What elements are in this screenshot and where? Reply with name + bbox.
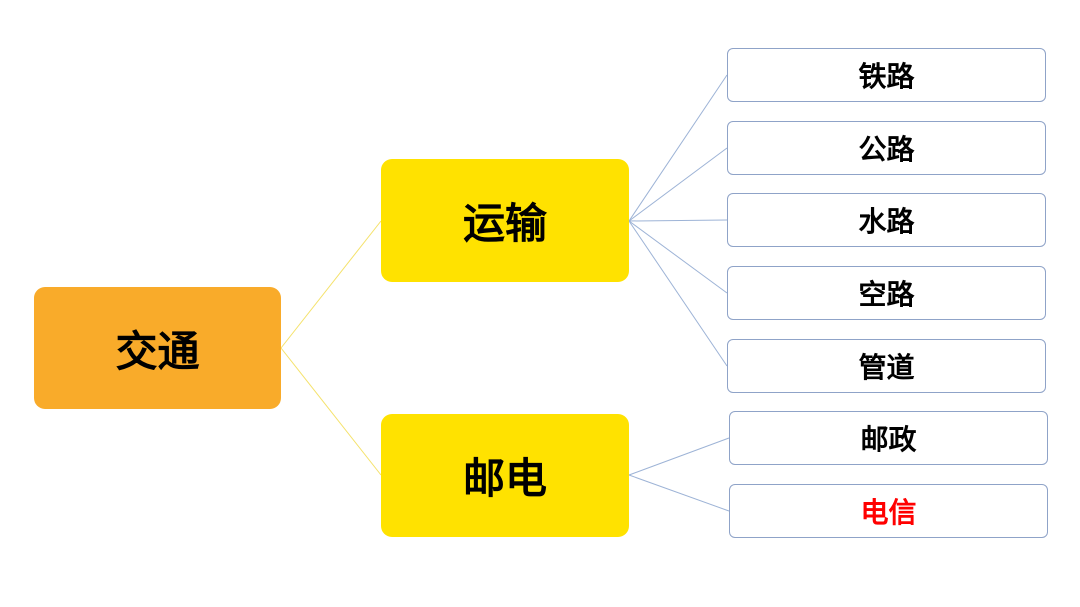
branch-node-label: 运输 — [462, 199, 547, 248]
leaf-node-label: 空路 — [858, 278, 915, 311]
connector-yunshu-tielu — [628, 74, 728, 222]
leaf-node-label: 管道 — [858, 351, 915, 384]
leaf-node-youzheng: 邮政 — [729, 411, 1048, 465]
connector-yunshu-konglu — [628, 220, 728, 294]
connector-youdian-youzheng — [628, 437, 730, 476]
connector-root-yunshu — [280, 220, 382, 349]
root-node-jiaotong: 交通 — [34, 287, 281, 409]
branch-node-label: 邮电 — [462, 454, 547, 503]
branch-node-youdian: 邮电 — [381, 414, 629, 537]
leaf-node-tielu: 铁路 — [727, 48, 1046, 102]
leaf-node-label: 公路 — [858, 133, 915, 166]
connector-yunshu-shuilu — [628, 219, 728, 222]
leaf-node-dianxin: 电信 — [729, 484, 1048, 538]
leaf-node-gonglu: 公路 — [727, 121, 1046, 175]
leaf-node-label: 铁路 — [858, 60, 915, 93]
connector-yunshu-guandao — [628, 220, 728, 367]
leaf-node-label: 电信 — [860, 496, 917, 529]
leaf-node-label: 水路 — [858, 205, 915, 238]
root-node-label: 交通 — [115, 326, 200, 376]
branch-node-yunshu: 运输 — [381, 159, 629, 282]
connector-yunshu-gonglu — [628, 147, 728, 222]
leaf-node-konglu: 空路 — [727, 266, 1046, 320]
leaf-node-label: 邮政 — [860, 423, 917, 456]
leaf-node-guandao: 管道 — [727, 339, 1046, 393]
connector-youdian-dianxin — [628, 474, 730, 512]
connector-root-youdian — [280, 347, 382, 476]
leaf-node-shuilu: 水路 — [727, 193, 1046, 247]
